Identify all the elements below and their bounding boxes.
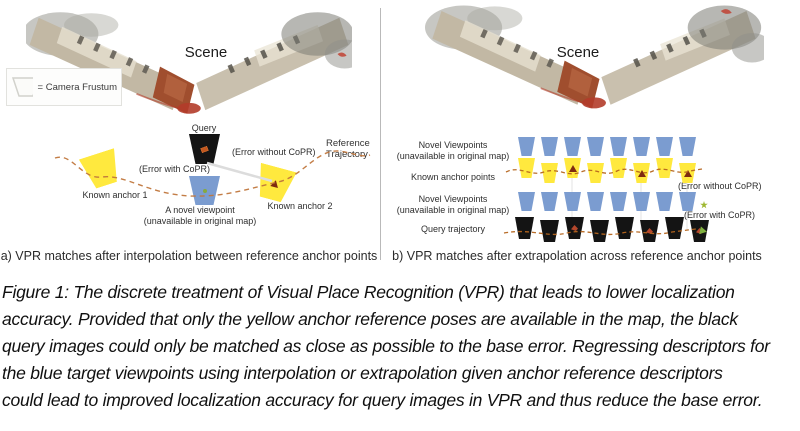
blue-frustum-icon bbox=[633, 192, 650, 211]
panel-a-interpolation: Scene = Camera Frustum Query (Error with… bbox=[0, 0, 378, 264]
blue-frustum-icon bbox=[587, 137, 604, 156]
caption-line: could lead to improved localization accu… bbox=[2, 390, 763, 410]
blue-frustum-icon bbox=[587, 192, 604, 211]
novel-viewpoints-label-bottom: Novel Viewpoints (unavailable in origina… bbox=[386, 194, 520, 215]
legend-label: = Camera Frustum bbox=[37, 81, 117, 93]
yellow-frustum-icon bbox=[518, 158, 535, 178]
blue-frustum-icon bbox=[541, 192, 558, 211]
blue-frustum-icon bbox=[656, 137, 673, 156]
panel-b-caption: b) VPR matches after extrapolation acros… bbox=[392, 249, 762, 263]
scene-label: Scene bbox=[556, 44, 600, 61]
caption-line: the blue target viewpoints using interpo… bbox=[2, 363, 723, 383]
yellow-frustum-icon bbox=[610, 158, 627, 178]
scene-3d-reconstruction-icon bbox=[424, 5, 764, 109]
pose-marker-icon bbox=[646, 228, 653, 234]
black-frustum-icon bbox=[690, 220, 709, 242]
label-line: Query trajectory bbox=[420, 224, 486, 234]
camera-frustum-legend: = Camera Frustum bbox=[6, 68, 122, 106]
blue-frustum-icon bbox=[679, 192, 696, 211]
figure-caption: Figure 1: The discrete treatment of Visu… bbox=[2, 279, 800, 414]
reference-trajectory-line1: Reference bbox=[326, 138, 370, 149]
blue-frustum-icon bbox=[518, 192, 535, 211]
pose-marker-icon bbox=[568, 164, 577, 172]
blue-frustum-icon bbox=[518, 137, 535, 156]
pose-marker-icon bbox=[637, 169, 646, 177]
known-anchor-points-row bbox=[518, 158, 696, 183]
known-anchor-points-label: Known anchor points bbox=[386, 172, 520, 183]
error-without-copr-label: (Error without CoPR) bbox=[232, 147, 316, 157]
blue-frustum-icon bbox=[656, 192, 673, 211]
reference-trajectory-line2: Trajectory bbox=[326, 149, 368, 160]
pose-marker-icon bbox=[571, 225, 578, 231]
novel-viewpoints-row-top bbox=[518, 137, 696, 156]
pose-marker-icon bbox=[200, 145, 209, 153]
blue-frustum-icon bbox=[633, 137, 650, 156]
pose-marker-icon bbox=[270, 179, 280, 188]
reference-trajectory-label: Reference Trajectory bbox=[326, 138, 370, 160]
novel-viewpoints-label-top: Novel Viewpoints (unavailable in origina… bbox=[386, 140, 520, 161]
blue-frustum-icon bbox=[564, 192, 581, 211]
known-anchor-2-frustum-icon bbox=[252, 163, 296, 204]
yellow-frustum-icon bbox=[679, 163, 696, 183]
yellow-frustum-icon bbox=[633, 163, 650, 183]
panel-a-caption: a) VPR matches after interpolation betwe… bbox=[0, 249, 378, 263]
blue-frustum-icon bbox=[541, 137, 558, 156]
yellow-frustum-icon bbox=[541, 163, 558, 183]
known-anchor-1-label: Known anchor 1 bbox=[82, 190, 148, 200]
yellow-frustum-icon bbox=[587, 163, 604, 183]
black-frustum-icon bbox=[665, 217, 684, 239]
black-frustum-icon bbox=[565, 217, 584, 239]
label-line: Novel Viewpoints bbox=[418, 140, 488, 150]
label-line: Novel Viewpoints bbox=[418, 194, 488, 204]
black-frustum-icon bbox=[615, 217, 634, 239]
blue-frustum-icon bbox=[610, 192, 627, 211]
black-frustum-icon bbox=[515, 217, 534, 239]
query-trajectory-label: Query trajectory bbox=[386, 224, 520, 235]
panel-divider bbox=[380, 8, 381, 260]
blue-frustum-icon bbox=[564, 137, 581, 156]
blue-frustum-icon bbox=[610, 137, 627, 156]
pose-marker-icon bbox=[683, 169, 692, 177]
panel-b-extrapolation: Scene Novel Viewpoints (unavailable in o… bbox=[382, 0, 800, 264]
scene-label: Scene bbox=[184, 44, 228, 61]
caption-line: accuracy. Provided that only the yellow … bbox=[2, 309, 738, 329]
pose-marker-icon bbox=[202, 188, 207, 193]
error-with-copr-label: (Error with CoPR) bbox=[684, 210, 756, 220]
green-star-icon bbox=[700, 201, 708, 209]
error-with-copr-label: (Error with CoPR) bbox=[139, 164, 211, 174]
scene-3d-reconstruction-icon bbox=[26, 12, 352, 114]
error-without-copr-label: (Error without CoPR) bbox=[678, 181, 762, 191]
camera-frustum-icon bbox=[11, 77, 33, 97]
black-frustum-icon bbox=[590, 220, 609, 242]
pose-marker-icon bbox=[696, 228, 703, 234]
query-trajectory-row bbox=[515, 217, 709, 242]
yellow-frustum-icon bbox=[656, 158, 673, 178]
novel-viewpoints-row-bottom bbox=[518, 192, 696, 211]
query-frustum-icon bbox=[189, 134, 220, 164]
query-label: Query bbox=[191, 123, 217, 133]
black-frustum-icon bbox=[540, 220, 559, 242]
known-anchor-2-label: Known anchor 2 bbox=[267, 201, 333, 211]
label-line: (unavailable in original map) bbox=[396, 150, 510, 161]
label-line: (unavailable in original map) bbox=[396, 204, 510, 215]
novel-viewpoint-line2: (unavailable in original map) bbox=[143, 215, 257, 226]
blue-frustum-icon bbox=[679, 137, 696, 156]
known-anchor-1-frustum-icon bbox=[79, 148, 124, 191]
black-frustum-icon bbox=[640, 220, 659, 242]
yellow-frustum-icon bbox=[564, 158, 581, 178]
novel-viewpoint-frustum-icon bbox=[189, 176, 220, 205]
novel-viewpoint-line1: A novel viewpoint bbox=[165, 205, 235, 215]
label-line: Known anchor points bbox=[410, 172, 496, 182]
caption-line: Figure 1: The discrete treatment of Visu… bbox=[2, 282, 735, 302]
novel-viewpoint-label: A novel viewpoint (unavailable in origin… bbox=[120, 205, 280, 226]
caption-line: query images could only be matched as cl… bbox=[2, 336, 770, 356]
